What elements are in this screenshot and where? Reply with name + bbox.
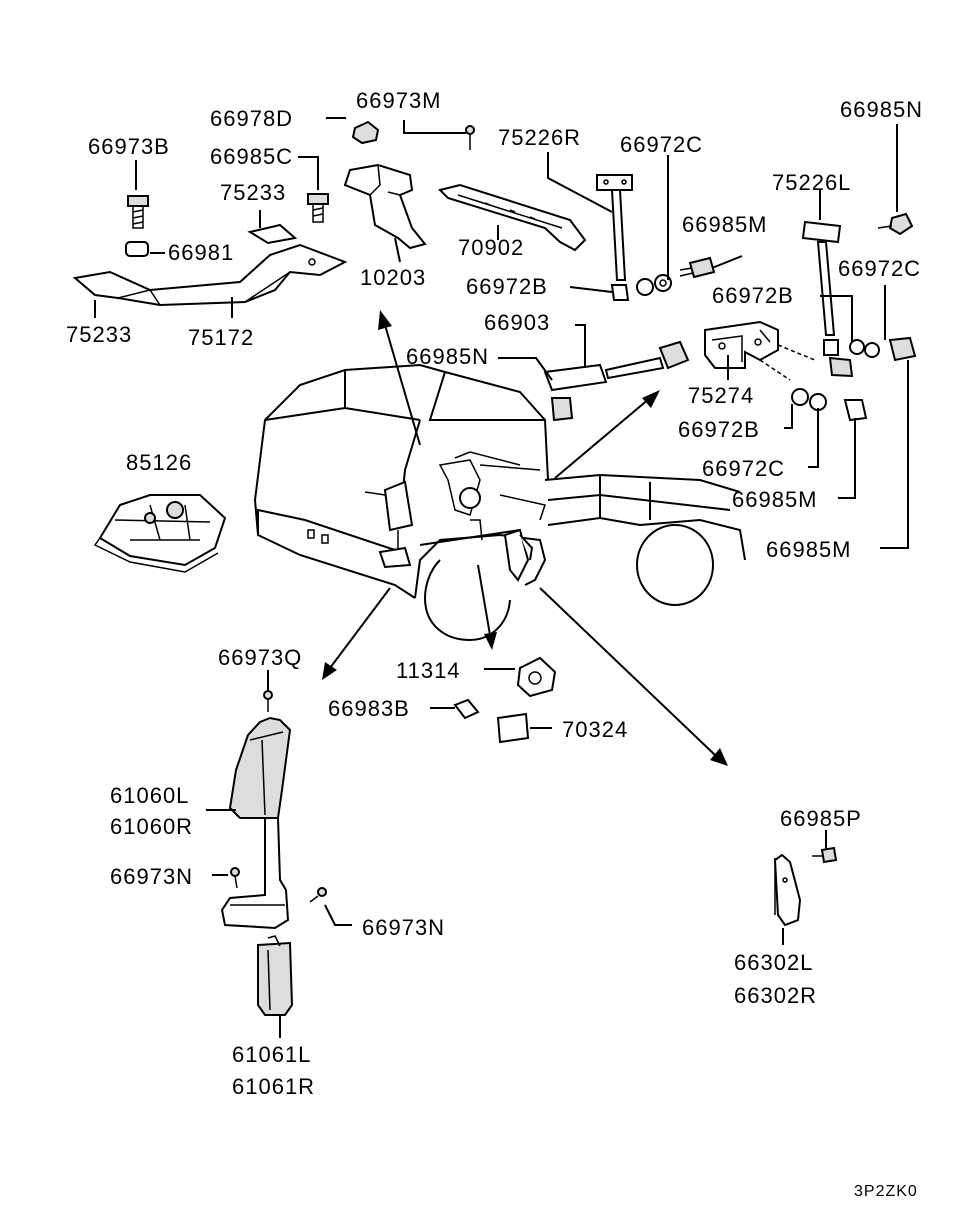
label-61060R: 61060R (110, 814, 193, 839)
mudguard-61060-drawing (220, 716, 292, 930)
bolt-hardware-75274-drawing (791, 356, 868, 422)
label-66985M-upper: 66985M (682, 212, 768, 237)
view-arrows (322, 310, 728, 766)
label-10203: 10203 (360, 265, 426, 290)
label-66973N-right: 66973N (362, 915, 445, 940)
truck-cab-drawing (254, 363, 746, 642)
label-66972C-mid: 66972C (702, 456, 785, 481)
bracket-75172-drawing (72, 232, 348, 307)
bracket-66302-drawing (773, 853, 802, 927)
label-66973Q: 66973Q (218, 645, 302, 670)
bolt-66985M-far-right-drawing (888, 336, 917, 362)
screw-66973N-right-drawing (309, 887, 327, 903)
bushing-66981-drawing (125, 241, 149, 257)
label-61060L: 61060L (110, 783, 189, 808)
bolt-66985P-drawing (812, 846, 838, 864)
cover-11314-drawing (516, 656, 557, 698)
screw-66973N-left-drawing (230, 867, 240, 889)
plate-70324-drawing (496, 712, 530, 744)
bolt-66985C-drawing (307, 193, 329, 223)
screw-66973Q-drawing (263, 690, 273, 712)
label-66985M-mid: 66985M (732, 487, 818, 512)
mat-85126-drawing (93, 494, 227, 573)
drawing-code: 3P2ZK0 (854, 1183, 918, 1200)
label-66302L: 66302L (734, 950, 813, 975)
flap-61061-drawing (257, 935, 294, 1016)
label-85126: 85126 (126, 450, 192, 475)
label-66972B-top: 66972B (466, 274, 548, 299)
bracket-75274-drawing (704, 320, 816, 381)
label-66973M: 66973M (356, 88, 442, 113)
label-66985C: 66985C (210, 144, 293, 169)
label-66972B-mid: 66972B (678, 417, 760, 442)
bracket-10203-drawing (343, 163, 427, 250)
label-61061R: 61061R (232, 1074, 315, 1099)
screw-66973M-drawing (465, 125, 475, 150)
bolt-66985M-upper-drawing (679, 256, 716, 279)
washers-66972-right-drawing (636, 274, 672, 296)
label-75172: 75172 (188, 325, 254, 350)
bolt-66973B-drawing (127, 195, 149, 229)
rod-75226R-drawing (596, 174, 633, 301)
label-66972C-right: 66972C (838, 256, 921, 281)
label-66983B: 66983B (328, 696, 410, 721)
label-70324: 70324 (562, 717, 628, 742)
part-labels: 66978D 66973M 66973B 66985C 75226R 66972… (66, 88, 923, 1200)
damper-66903-drawing (543, 340, 690, 422)
label-70902: 70902 (458, 235, 524, 260)
label-66985N-top: 66985N (840, 97, 923, 122)
plate-75233-upper-drawing (247, 223, 298, 245)
label-75226L: 75226L (772, 170, 851, 195)
label-75233-lower: 75233 (66, 322, 132, 347)
bracket-70902-drawing (438, 183, 587, 252)
label-66985P: 66985P (780, 806, 862, 831)
rod-75226L-drawing (801, 220, 842, 356)
label-66985N-mid: 66985N (406, 344, 489, 369)
label-66985M-lower: 66985M (766, 537, 852, 562)
label-66973N-left: 66973N (110, 864, 193, 889)
label-75226R: 75226R (498, 125, 581, 150)
label-75233-upper: 75233 (220, 180, 286, 205)
leader-lines (94, 117, 909, 1038)
label-66972B-right: 66972B (712, 283, 794, 308)
label-66973B: 66973B (88, 134, 170, 159)
label-75274: 75274 (688, 383, 754, 408)
label-66903: 66903 (484, 310, 550, 335)
label-11314: 11314 (396, 658, 461, 683)
label-66978D: 66978D (210, 106, 293, 131)
label-66972C-top: 66972C (620, 132, 703, 157)
nut-66985N-right-drawing (877, 212, 914, 236)
label-61061L: 61061L (232, 1042, 311, 1067)
washers-66972-far-right-drawing (849, 339, 880, 358)
label-66302R: 66302R (734, 983, 817, 1008)
label-66981: 66981 (168, 240, 234, 265)
nut-66978D-drawing (351, 120, 380, 145)
grommet-66983B-drawing (453, 698, 480, 720)
